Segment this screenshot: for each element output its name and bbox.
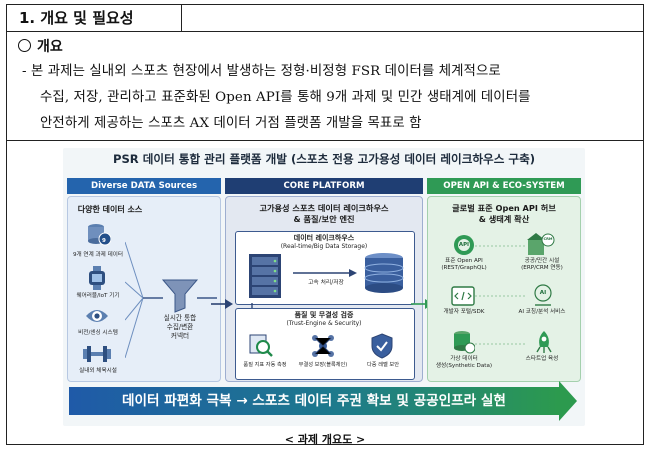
right-title: 글로벌 표준 Open API 허브 & 생태계 확산 [427,203,581,225]
ecosystem-item: 스타트업 육성 [525,356,559,362]
circle-bullet-icon [18,39,31,52]
crm-badge: CRM [543,237,553,241]
eye-sensor-icon [86,310,108,322]
overview-heading: 개요 [18,36,63,56]
funnel-label-line: 실시간 통합 [163,314,197,322]
ecosystem-item-line: 생성(Synthetic Data) [435,363,493,369]
developer-portal-icon [451,286,475,306]
ecosystem-item: 표준 Open API(REST/GraphQL) [435,258,493,272]
right-title-line: 글로벌 표준 Open API 허브 [452,203,556,213]
database-icon [88,224,111,246]
lakehouse-subtitle: (Real-time/Big Data Storage) [280,243,368,250]
ecosystem-item-line: 가상 데이터 [450,356,478,362]
api-badge: API [458,242,470,248]
left-title: 다양한 데이터 소스 [77,205,143,214]
description-line: 안전하게 제공하는 스포츠 AX 데이터 거점 플랫폼 개발을 목표로 함 [40,116,422,131]
quality-item: 다중 레벨 보안 [367,362,399,368]
ai-coaching-icon [534,284,552,306]
ecosystem-item-line: (REST/GraphQL) [441,265,487,271]
diagram-title: PSR 데이터 통합 관리 플랫폼 개발 (스포츠 전용 고가용성 데이터 레이… [112,152,536,166]
funnel-label-line: 커넥터 [170,332,190,340]
source-item: 비전/센싱 시스템 [78,330,118,336]
synthetic-data-icon [454,331,475,354]
right-title-line: & 생태계 확산 [478,214,530,224]
blockchain-icon [312,335,334,357]
server-rack-icon [249,254,281,298]
process-arrow-icon [293,269,357,277]
quality-item: 품질 지표 자동 측정 [243,362,287,368]
description-line: - 본 과제는 실내외 스포츠 현장에서 발생하는 정형·비정형 FSR 데이터… [22,64,501,79]
center-title-line: 고가용성 스포츠 데이터 레이크하우스 [259,203,389,213]
flow-arrow-icon [211,299,233,309]
gym-facility-icon [83,346,111,362]
lakehouse-title: 데이터 레이크하우스 [293,234,355,242]
description-line: 수집, 저장, 관리하고 표준화된 Open API를 통해 9개 과제 및 민… [40,90,531,105]
smartwatch-icon [89,266,105,290]
api-gear-icon [454,235,474,255]
source-item: 9개 연계 과제 데이터 [72,252,124,258]
shield-icon [371,333,393,359]
overview-label: 개요 [37,39,63,55]
funnel-label-line: 수집/변환 [166,323,194,331]
overview-description: - 본 과제는 실내외 스포츠 현장에서 발생하는 정형·비정형 FSR 데이터… [22,59,636,137]
left-panel [67,196,221,382]
divider [6,31,644,32]
source-connector-lines [125,241,144,358]
ecosystem-item: 개발자 포털/SDK [443,309,485,315]
center-header: CORE PLATFORM [225,178,423,194]
ecosystem-item: 공공/민간 시설(ERP/CRM 연동) [509,258,575,272]
ecosystem-item-line: 공공/민간 시설 [524,258,560,264]
left-header: Diverse DATA Sources [67,178,221,194]
badge-nine: 9 [102,238,106,244]
quality-item: 무결성 보장(블록체인) [298,362,348,368]
ecosystem-item-line: (ERP/CRM 연동) [521,265,563,271]
figure-caption: < 과제 개요도 > [284,433,366,446]
center-title-line: & 품질/보안 엔진 [293,214,355,224]
ai-badge: AI [539,290,547,296]
right-header: OPEN API & ECO-SYSTEM [427,178,581,194]
process-label: 고속 처리/저장 [308,280,344,286]
overview-diagram: PSR 데이터 통합 관리 플랫폼 개발 (스포츠 전용 고가용성 데이터 레이… [63,148,585,426]
quality-subtitle: (Trust-Engine & Security) [286,320,362,327]
funnel-label: 실시간 통합 수집/변환 커넥터 [149,314,211,341]
source-item: 실내외 체육시설 [79,368,117,374]
facility-crm-icon [527,233,555,255]
ecosystem-connector-lines [475,245,527,345]
center-title: 고가용성 스포츠 데이터 레이크하우스 & 품질/보안 엔진 [225,203,423,225]
source-item: 웨어러블/IoT 기기 [76,293,120,299]
goal-banner: 데이터 파편화 극복 → 스포츠 데이터 주권 확보 및 공공인프라 실현 [69,387,559,415]
quality-title: 품질 및 무결성 검증 [294,311,354,319]
goal-arrowhead [559,381,577,421]
data-lake-icon [364,253,404,293]
funnel-icon [143,279,217,313]
quality-magnifier-icon [249,334,273,357]
section-frame [6,4,644,445]
section-title: 1. 개요 및 필요성 [6,4,182,32]
divider [6,140,644,141]
ecosystem-item: AI 코칭/분석 서비스 [518,309,566,315]
rocket-icon [536,331,552,353]
ecosystem-item-line: 표준 Open API [445,258,483,264]
